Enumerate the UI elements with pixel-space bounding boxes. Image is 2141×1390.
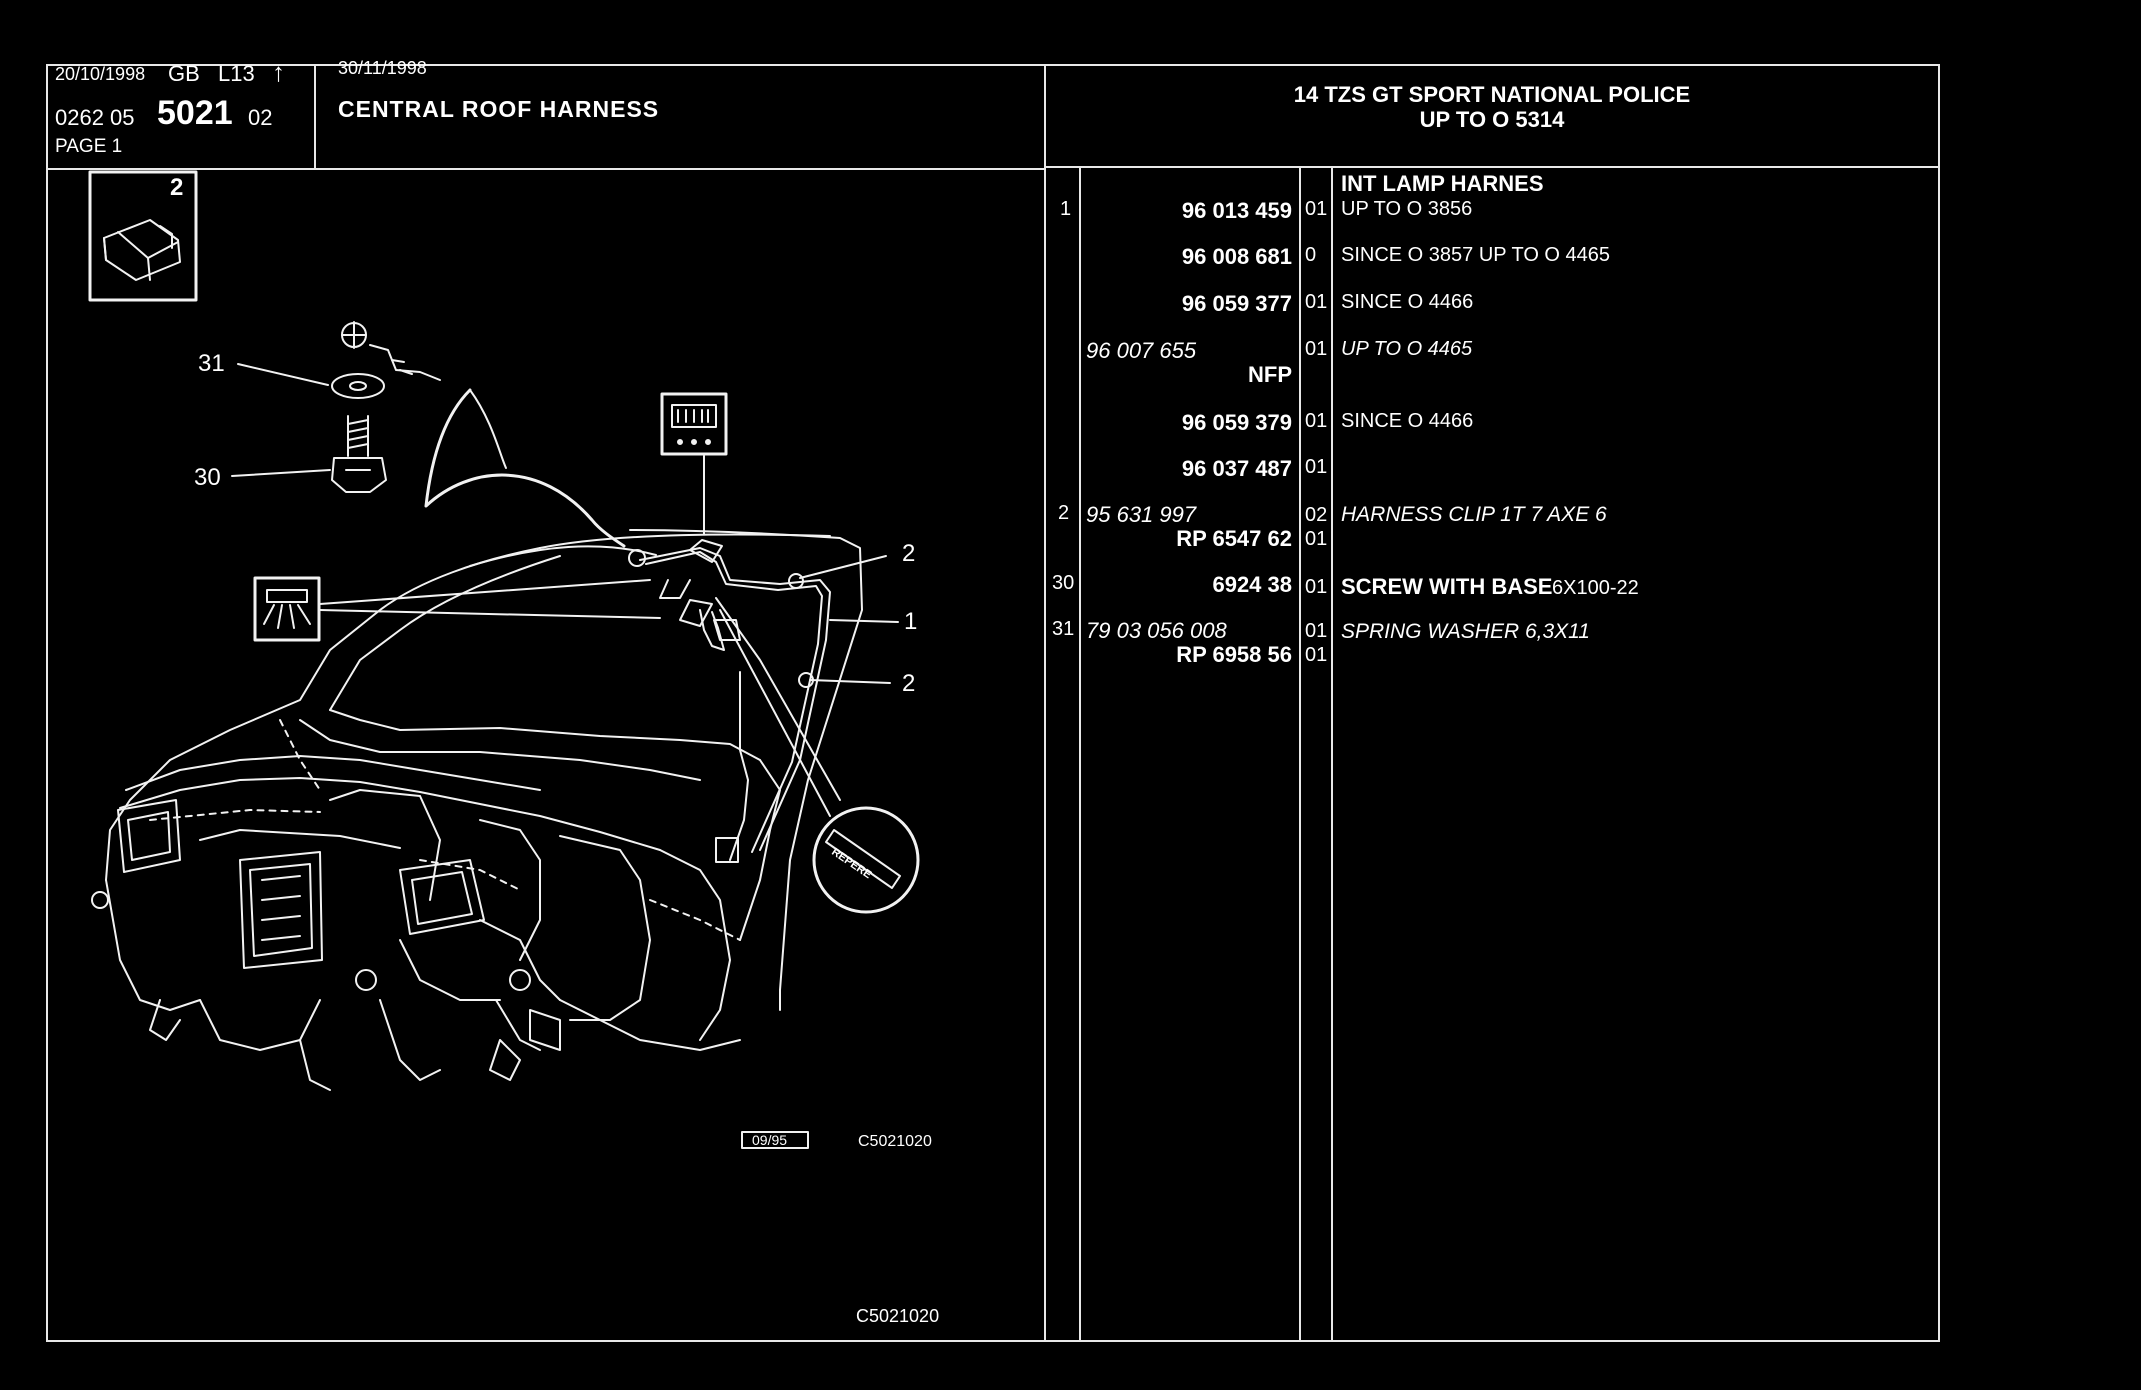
row-qty: 0	[1305, 244, 1317, 266]
col-divider-1	[1079, 166, 1081, 1342]
callout-2b: 2	[902, 670, 916, 697]
row-ref2: RP 6958 56	[1176, 642, 1292, 667]
callout-30: 30	[194, 464, 221, 491]
row-ref2: NFP	[1248, 362, 1292, 387]
row-qty: 01	[1305, 198, 1328, 220]
left-header-rule	[46, 168, 1045, 170]
page-frame	[46, 64, 1940, 1342]
row-qty: 01	[1305, 410, 1328, 432]
header-ref-prefix: 0262 05	[55, 105, 135, 130]
row-ref: 6924 38	[1212, 572, 1292, 597]
roof-lamp-icon	[255, 578, 660, 640]
row-item: 1	[1060, 198, 1072, 220]
clock-icon	[662, 394, 726, 534]
inset-box	[90, 172, 196, 300]
leader-31	[238, 364, 328, 385]
leader-1	[830, 620, 898, 622]
row-ref2: RP 6547 62	[1176, 526, 1292, 551]
washer-icon	[332, 322, 440, 398]
repere-icon	[720, 610, 918, 912]
row-ref: 95 631 997	[1086, 502, 1197, 527]
row-qty2: 01	[1305, 528, 1328, 550]
header-ref-suffix: 02	[248, 105, 273, 130]
right-header-rule	[1044, 166, 1940, 168]
row-item: 30	[1052, 572, 1075, 594]
row-item: 2	[1058, 502, 1070, 524]
page-title: CENTRAL ROOF HARNESS	[338, 96, 660, 122]
col-divider-3	[1331, 166, 1333, 1342]
leader-30	[232, 470, 330, 476]
header-code: L13	[218, 61, 255, 86]
col-divider-2	[1299, 166, 1301, 1342]
row-item: 31	[1052, 618, 1075, 640]
row-qty: 01	[1305, 456, 1328, 478]
diagram-code-small: C5021020	[858, 1133, 932, 1150]
arrow-up-icon: ↑	[272, 57, 285, 87]
row-ref: 96 007 655	[1086, 338, 1197, 363]
header-lang: GB	[168, 61, 200, 86]
row-ref: 96 013 459	[1181, 198, 1292, 223]
row-qty: 02	[1305, 504, 1328, 526]
row-ref: 96 059 377	[1181, 291, 1292, 316]
center-divider	[1044, 64, 1046, 1342]
header-ref-main: 5021	[157, 94, 233, 132]
leader-2a	[800, 556, 886, 578]
clip-icon	[104, 220, 180, 280]
left-header-divider	[314, 64, 316, 169]
row-qty: 01	[1305, 620, 1328, 642]
row-qty: 01	[1305, 576, 1328, 598]
row-desc: SINCE O 4466	[1341, 291, 1474, 313]
row-desc: UP TO O 3856	[1341, 198, 1473, 220]
inset-number: 2	[170, 174, 184, 201]
row-ref: 79 03 056 008	[1086, 618, 1227, 643]
callout-2a: 2	[902, 540, 916, 567]
leader-2b	[810, 680, 890, 683]
group-title: INT LAMP HARNES	[1341, 171, 1544, 196]
header-date2: 30/11/1998	[338, 58, 427, 78]
row-ref: 96 059 379	[1181, 410, 1292, 435]
car-body-shell	[92, 530, 862, 1090]
row-qty: 01	[1305, 338, 1328, 360]
date-box-label: 09/95	[752, 1132, 788, 1148]
row-desc: SINCE O 4466	[1341, 410, 1474, 432]
row-qty: 01	[1305, 291, 1328, 313]
row-desc: UP TO O 4465	[1341, 338, 1473, 360]
callout-31: 31	[198, 350, 225, 377]
vehicle-line1: 14 TZS GT SPORT NATIONAL POLICE	[1293, 82, 1691, 107]
roof-harness	[470, 535, 840, 863]
vehicle-heading: 14 TZS GT SPORT NATIONAL POLICE UP TO O …	[1046, 82, 1938, 132]
row-desc: SINCE O 3857 UP TO O 4465	[1341, 244, 1611, 266]
header-page: PAGE 1	[55, 136, 123, 157]
row-desc: HARNESS CLIP 1T 7 AXE 6	[1341, 503, 1607, 526]
row-desc-bold: SCREW WITH BASE	[1341, 574, 1553, 599]
row-desc: SPRING WASHER 6,3X11	[1341, 620, 1590, 643]
callout-1: 1	[904, 608, 918, 635]
diagram-code-bottom: C5021020	[856, 1306, 940, 1326]
date-box	[742, 1132, 808, 1148]
vehicle-line2: UP TO O 5314	[1419, 107, 1565, 132]
row-ref: 96 037 487	[1181, 456, 1292, 481]
row-desc: 6X100-22	[1552, 577, 1639, 599]
row-ref: 96 008 681	[1181, 244, 1292, 269]
screw-icon	[332, 416, 386, 492]
header-date1: 20/10/1998	[55, 64, 146, 84]
curved-arrow-icon	[426, 390, 624, 546]
row-qty2: 01	[1305, 644, 1328, 666]
